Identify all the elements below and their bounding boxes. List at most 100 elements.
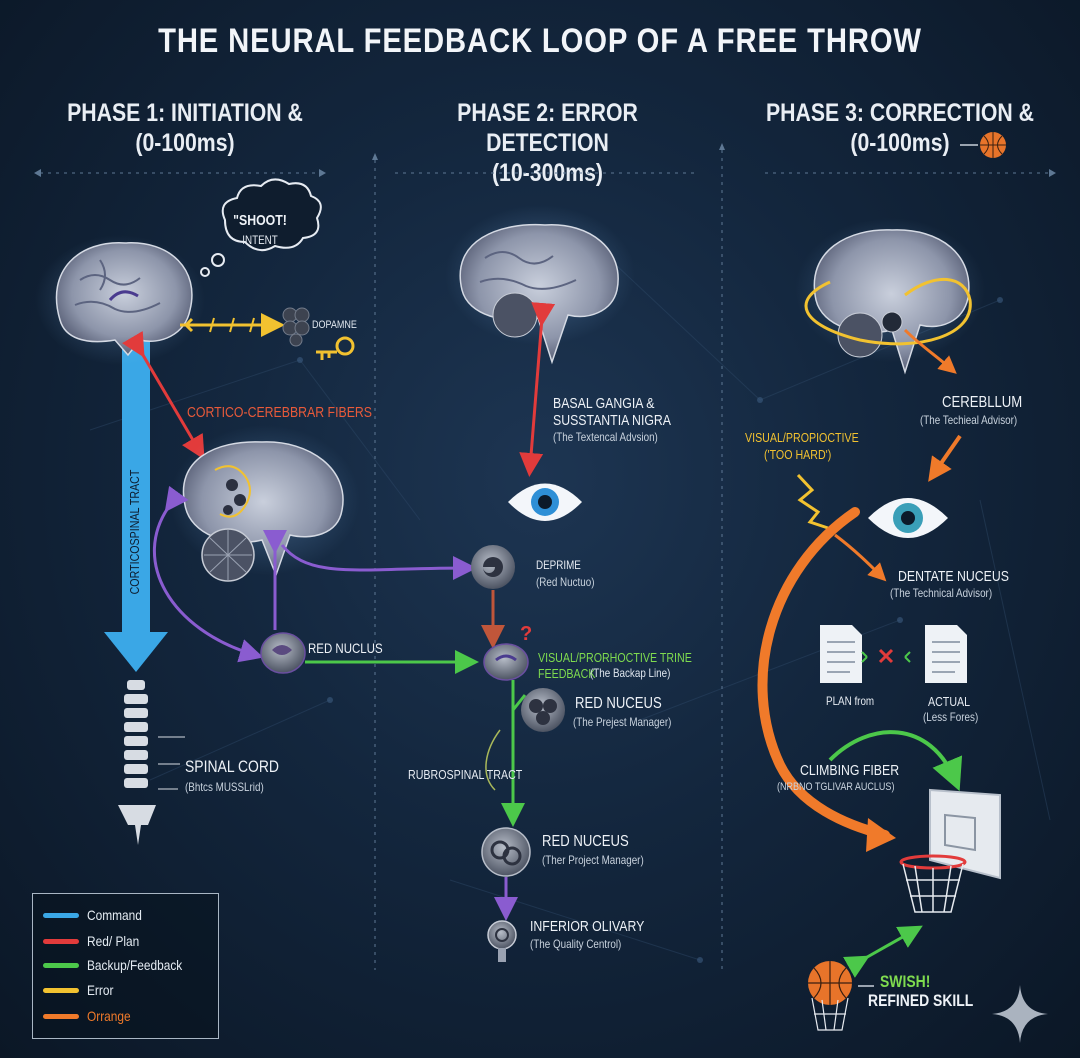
cerebellar-to-deprime — [280, 544, 477, 581]
legend-swatch — [43, 962, 79, 968]
brain-icon-cerebellum — [170, 425, 360, 582]
feedback-sub: (The Backap Line) — [590, 666, 671, 680]
phase-2-header: PHASE 2: ERROR DETECTION (10-300ms) — [397, 98, 699, 188]
legend-item-error: Error — [43, 980, 118, 1000]
eye-to-dentate-arrow — [834, 533, 887, 582]
legend-swatch — [43, 1013, 79, 1019]
basal-to-eye-link — [519, 302, 556, 477]
legend-item-feedback: Backup/Feedback — [43, 955, 199, 975]
feedback-label-2: FEEDBACK — [538, 666, 596, 681]
mismatch-icon — [861, 648, 911, 664]
basketball-hoop-icon — [899, 854, 967, 913]
red-nucleus-label-3: RED NUCEUS — [542, 833, 629, 850]
key-icon — [316, 336, 355, 360]
corticospinal-tract-label: CORTICOSPINAL TRACT — [127, 469, 142, 595]
phase-3-title: PHASE 3: CORRECTION & — [765, 99, 1035, 127]
cerebellum-label: CEREBLLUM — [942, 394, 1023, 411]
phase-1-time: (0-100ms) — [135, 129, 235, 157]
thought-text-2: INTENT — [242, 233, 278, 247]
cerebellum-to-eye-arrow — [928, 434, 962, 482]
legend-label: Orrange — [87, 1008, 131, 1024]
legend-label: Error — [87, 982, 114, 998]
rubrospinal-pointer — [485, 729, 501, 791]
dopamine-molecule-icon — [282, 307, 310, 347]
phase-1-title: PHASE 1: INITIATION & — [67, 99, 303, 127]
dentate-nucleus-label: DENTATE NUCEUS — [898, 568, 1009, 585]
basketball-icon-swish — [808, 961, 852, 1031]
too-hard-label: ('TOO HARD') — [764, 447, 832, 462]
actual-document-icon — [925, 625, 967, 683]
spinal-cord-sub: (Bhtcs MUSSLrid) — [185, 780, 264, 794]
corticospinal-arrowhead — [104, 632, 168, 672]
legend-label: Red/ Plan — [87, 933, 140, 949]
spinal-pointer-arrows — [158, 736, 185, 790]
red-nucleus-sub-2: (The Prejest Manager) — [573, 715, 672, 729]
deprime-label: DEPRIME — [536, 558, 581, 572]
cerebellum-orange-arrow — [903, 328, 957, 374]
red-nucleus-label-1: RED NUCLUS — [308, 640, 383, 656]
page-title: THE NEURAL FEEDBACK LOOP OF A FREE THROW — [158, 22, 922, 60]
legend-swatch — [43, 987, 79, 993]
cortico-cerebellar-link — [122, 330, 205, 460]
cerebellum-yellow-loop — [804, 278, 972, 346]
legend-label: Backup/Feedback — [87, 957, 183, 973]
cortico-fibers-label: CORTICO-CEREBBRAR FIBERS — [187, 404, 372, 421]
climbing-fiber-arrow — [828, 730, 963, 792]
legend-swatch — [43, 938, 79, 944]
feedback-branch — [511, 694, 527, 711]
correction-arrow — [757, 507, 890, 840]
swish-label: SWISH! — [880, 972, 931, 991]
deprime-sub: (Red Nuctuo) — [536, 575, 595, 589]
substantia-nigra-label: SUSSTANTIA NIGRA — [553, 412, 672, 429]
red-nucleus-sub-3: (Ther Project Manager) — [542, 853, 644, 867]
feedback-label-1: VISUAL/PRORHOCTIVE TRINE — [538, 650, 692, 665]
cerebellar-loop-left — [152, 485, 264, 663]
legend-swatch — [43, 912, 79, 918]
spinal-cord-icon — [118, 680, 156, 845]
climbing-fiber-sub: (NRBNO TGLIVAR AUCLUS) — [777, 781, 895, 793]
red-nucleus-node-3 — [481, 827, 531, 877]
climbing-fiber-label: CLIMBING FIBER — [800, 762, 900, 779]
legend-item-orange: Orrange — [43, 1006, 138, 1026]
actual-sub: (Less Fores) — [923, 710, 979, 724]
correction-arrowhead — [866, 818, 896, 852]
phase-dividers — [40, 150, 1050, 970]
dopamine-link-tail — [184, 317, 194, 333]
brain-icon-basal-ganglia — [445, 205, 635, 365]
brain-icon-cortex — [35, 235, 205, 365]
spinal-cord-label: SPINAL CORD — [185, 757, 279, 776]
dopamine-link-ticks — [209, 317, 255, 333]
rubrospinal-label: RUBROSPINAL TRACT — [408, 767, 523, 782]
inferior-olivary-label: INFERIOR OLIVARY — [530, 918, 645, 935]
divider-arrowheads — [34, 143, 1056, 177]
legend: Command Red/ Plan Backup/Feedback Error … — [32, 893, 219, 1039]
refined-skill-label: REFINED SKILL — [868, 991, 974, 1010]
dentate-nucleus-sub: (The Technical Advisor) — [890, 586, 993, 600]
actual-label: ACTUAL — [928, 694, 971, 709]
legend-label: Command — [87, 907, 142, 923]
red-nucleus-node-2 — [521, 688, 565, 732]
error-lightning-icon — [796, 473, 829, 530]
visual-proprioceptive-label: VISUAL/PROPIOCTIVE — [745, 430, 859, 445]
phase-2-title: PHASE 2: ERROR DETECTION — [457, 99, 638, 157]
sparkle-icon — [992, 985, 1048, 1043]
basketball-icon-header — [960, 132, 1006, 158]
thought-bubble — [200, 178, 322, 277]
plan-document-icon — [820, 625, 862, 683]
red-nucleus-node-1 — [260, 632, 306, 674]
red-nucleus-label-2: RED NUCEUS — [575, 695, 662, 712]
swish-link — [843, 925, 923, 978]
inferior-olivary-icon — [487, 920, 517, 962]
basal-ganglia-label: BASAL GANGIA & — [553, 395, 655, 412]
brain-icon-cerebellum-phase3 — [795, 218, 985, 375]
deprime-node — [471, 545, 515, 589]
inferior-olivary-sub: (The Quality Centrol) — [530, 937, 622, 951]
phase-3-time: (0-100ms) — [850, 129, 950, 157]
plan-label: PLAN from — [826, 694, 875, 708]
question-mark-icon: ? — [520, 623, 532, 645]
thought-text-1: "SHOOT! — [233, 212, 287, 229]
legend-item-command: Command — [43, 905, 152, 925]
cerebellum-sub: (The Techieal Advisor) — [920, 413, 1018, 427]
eye-icon-phase2 — [508, 483, 582, 521]
